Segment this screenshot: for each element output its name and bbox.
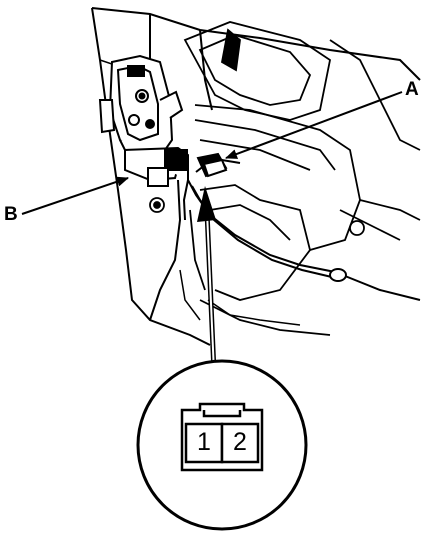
- callout-label-a: A: [405, 79, 419, 100]
- callout-a-leader: [225, 91, 403, 159]
- wire-harness: [182, 158, 421, 301]
- callout-b-leader: [21, 176, 129, 215]
- door-inner-structure: [149, 21, 421, 336]
- callout-label-b: B: [4, 204, 18, 225]
- harness-connector-a: [196, 152, 228, 178]
- connector-pin-1: 1: [197, 428, 211, 456]
- detail-pointer-arrow: [197, 186, 217, 373]
- door-latch-assembly: [98, 54, 189, 187]
- connector-face: [180, 402, 264, 472]
- connector-pin-2: 2: [233, 428, 247, 456]
